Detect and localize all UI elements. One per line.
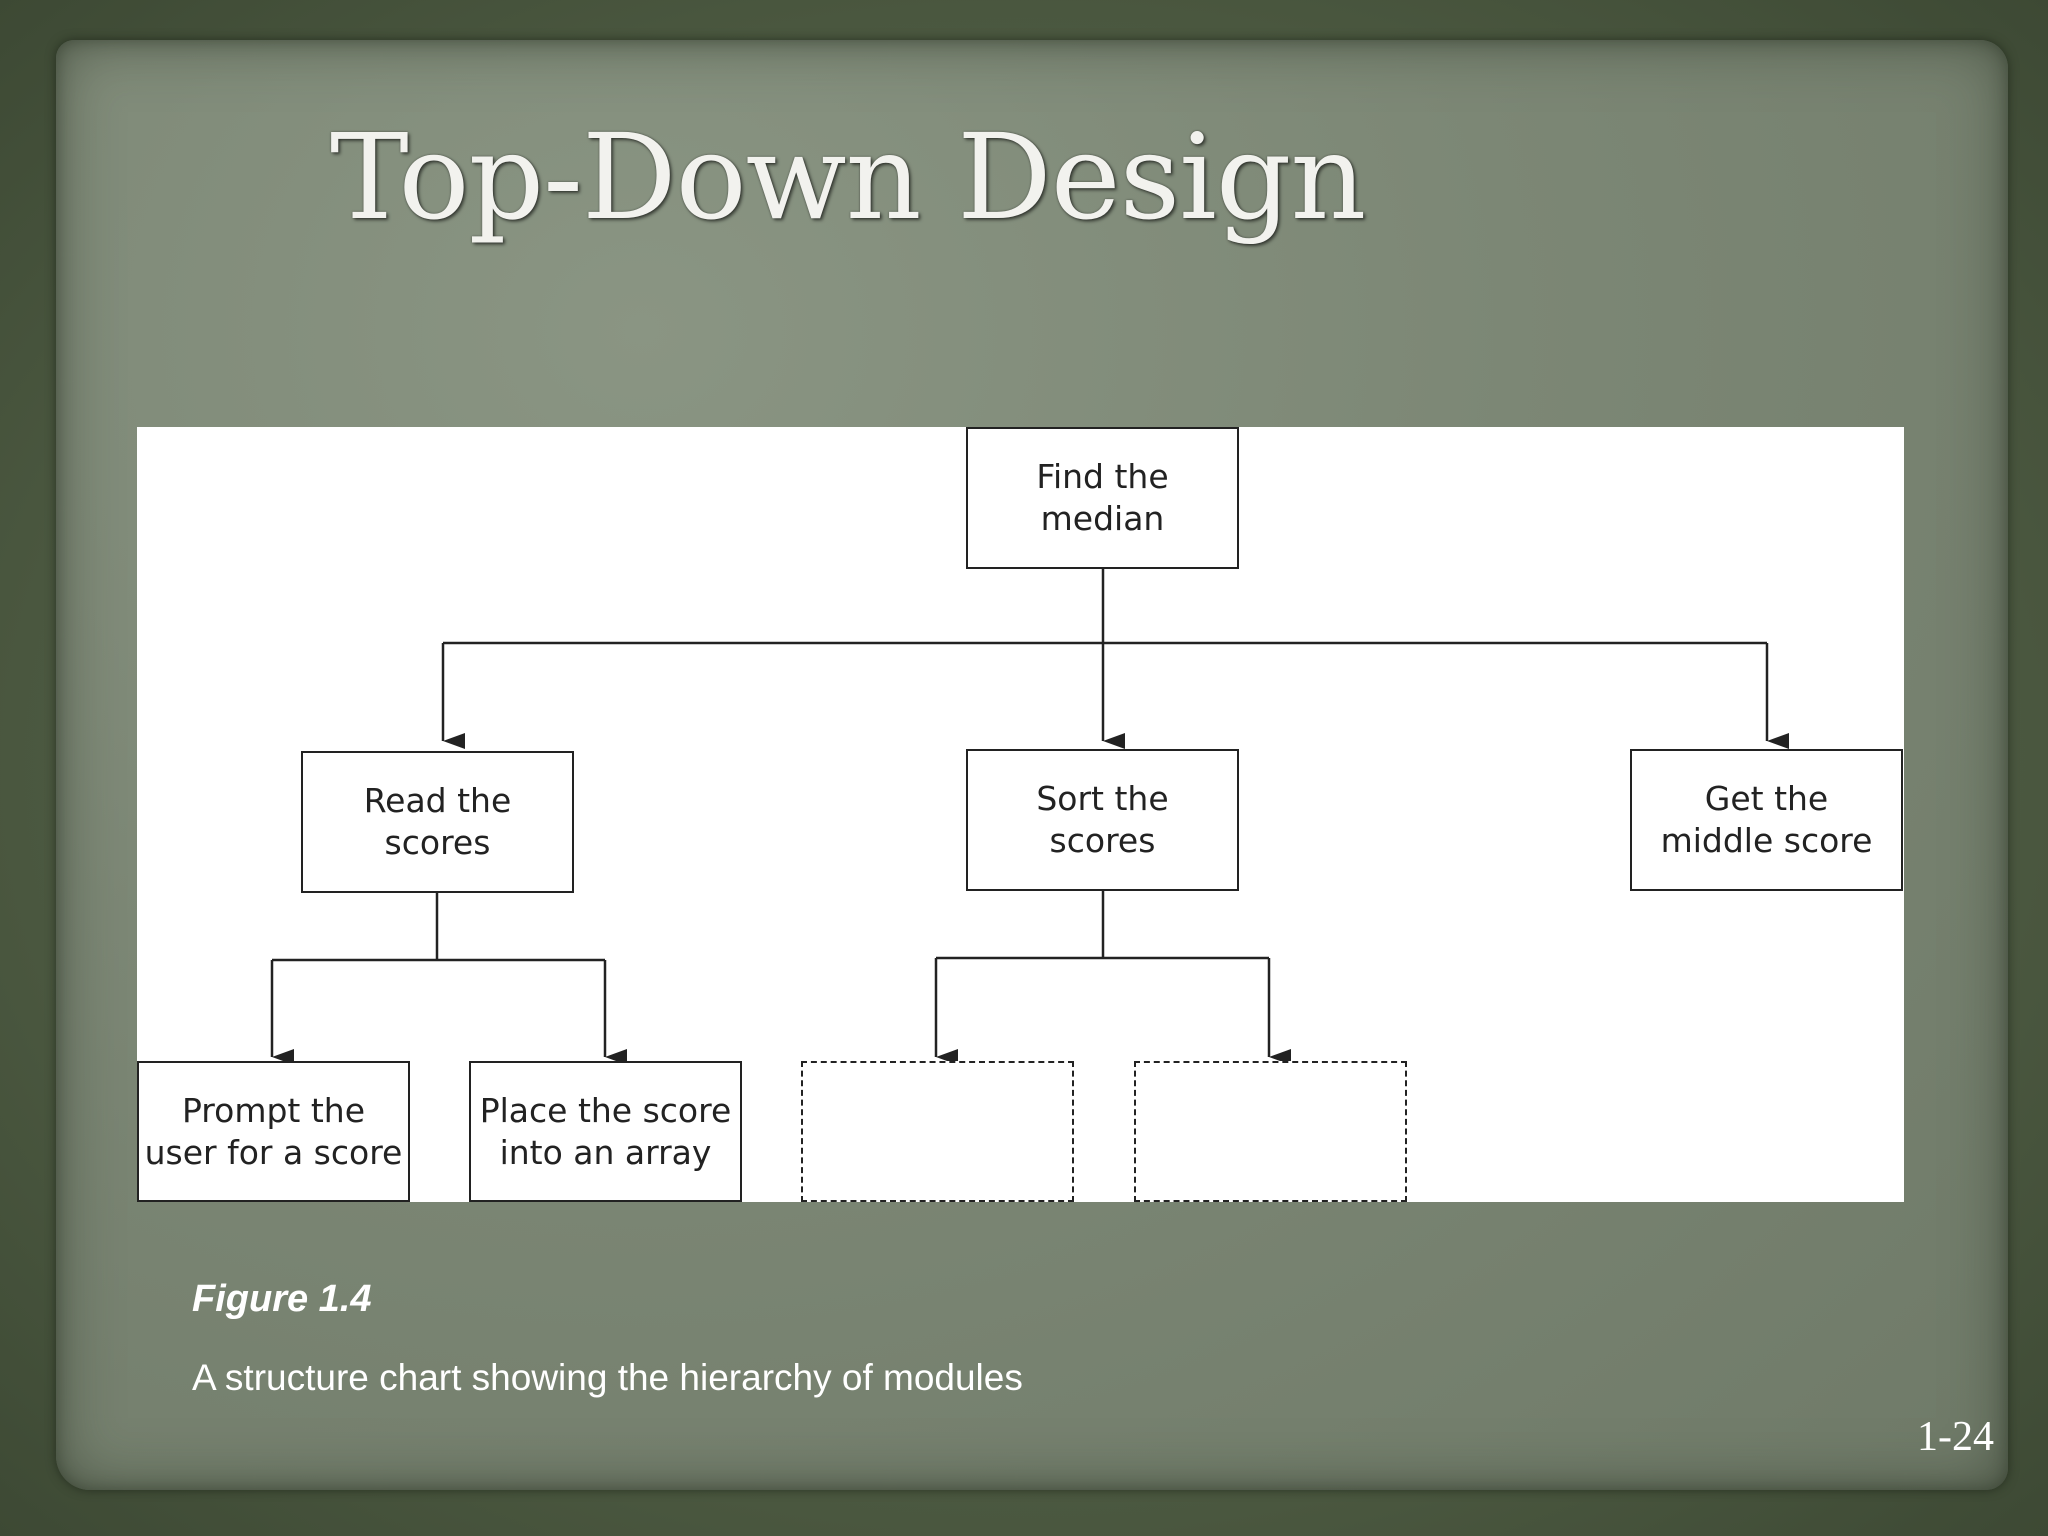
- figure-caption: A structure chart showing the hierarchy …: [192, 1357, 1023, 1398]
- module-sort-sub-1-placeholder: [801, 1061, 1074, 1202]
- module-read-scores: Read the scores: [301, 751, 574, 893]
- module-get-middle-score: Get the middle score: [1630, 749, 1903, 891]
- module-find-median: Find the median: [966, 427, 1239, 569]
- module-place-score: Place the score into an array: [469, 1061, 742, 1202]
- slide-title: Top-Down Design: [330, 108, 1366, 246]
- module-sort-sub-2-placeholder: [1134, 1061, 1407, 1202]
- page-number: 1-24: [1917, 1414, 1994, 1460]
- module-sort-scores: Sort the scores: [966, 749, 1239, 891]
- figure-label: Figure 1.4: [192, 1278, 372, 1320]
- module-prompt-user: Prompt the user for a score: [137, 1061, 410, 1202]
- structure-chart-connectors: [270, 568, 1789, 1065]
- structure-chart-panel: Find the median Read the scores Sort the…: [137, 427, 1904, 1202]
